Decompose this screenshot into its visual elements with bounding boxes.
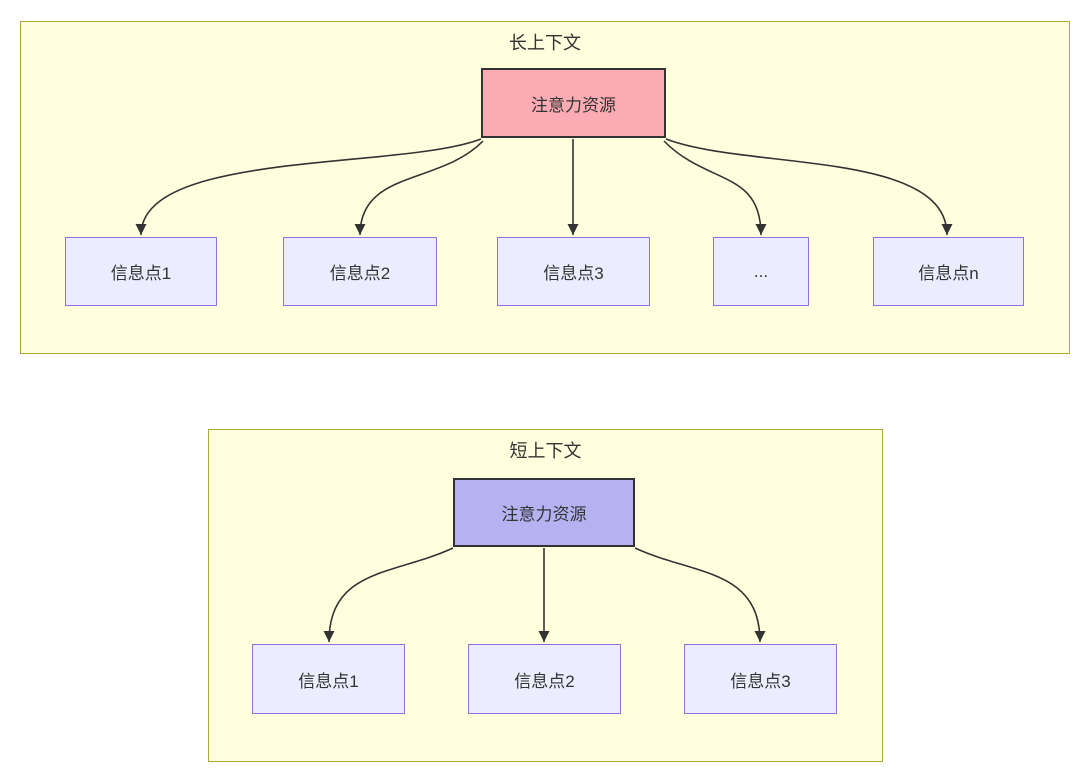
long-context-title: 长上下文 xyxy=(509,33,581,53)
short-attention-node: 注意力资源 xyxy=(453,478,635,547)
long-info-node-3: 信息点3 xyxy=(497,237,650,306)
short-info-node-3: 信息点3 xyxy=(684,644,837,714)
long-info-node-n: 信息点n xyxy=(873,237,1024,306)
short-info-node-1: 信息点1 xyxy=(252,644,405,714)
short-context-title: 短上下文 xyxy=(509,441,582,461)
long-info-node-ellipsis: ... xyxy=(713,237,809,306)
long-info-node-2: 信息点2 xyxy=(283,237,437,306)
short-info-node-2: 信息点2 xyxy=(468,644,621,714)
long-info-node-1: 信息点1 xyxy=(65,237,217,306)
long-attention-node: 注意力资源 xyxy=(481,68,666,138)
